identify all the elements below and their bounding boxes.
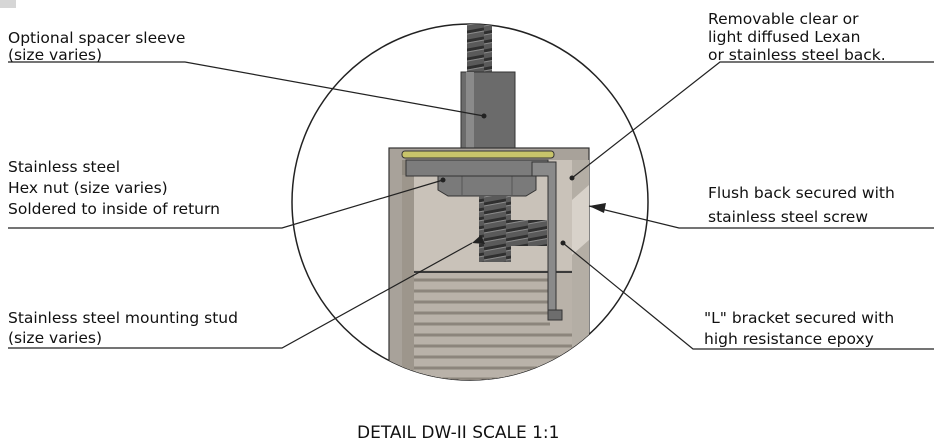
label-back-line-2: light diffused Lexan — [708, 28, 860, 46]
label-back-line-3: or stainless steel back. — [708, 46, 886, 64]
leader-lines — [8, 61, 934, 350]
label-stud-line-2: (size varies) — [8, 329, 102, 347]
corner-marker — [0, 0, 16, 8]
label-hexnut-line-2: Hex nut (size varies) — [8, 179, 168, 197]
detail-caption: DETAIL DW-II SCALE 1:1 — [357, 423, 559, 443]
label-hexnut-line-1: Stainless steel — [8, 158, 120, 176]
label-bracket-line-2: high resistance epoxy — [704, 330, 874, 348]
flush-screw — [503, 220, 547, 246]
label-flush-line-1: Flush back secured with — [708, 184, 895, 202]
label-hexnut-line-3: Soldered to inside of return — [8, 200, 220, 218]
top-plate — [401, 150, 555, 159]
label-stud-line-1: Stainless steel mounting stud — [8, 309, 238, 327]
label-back-line-1: Removable clear or — [708, 10, 859, 28]
internal-sheets — [402, 270, 572, 380]
mounting-stud-upper — [467, 24, 492, 72]
label-flush-line-2: stainless steel screw — [708, 208, 868, 226]
label-spacer-line-2: (size varies) — [8, 46, 102, 64]
return-bracket — [405, 159, 549, 177]
label-bracket-line-1: "L" bracket secured with — [704, 309, 894, 327]
label-spacer-line-1: Optional spacer sleeve — [8, 29, 185, 47]
